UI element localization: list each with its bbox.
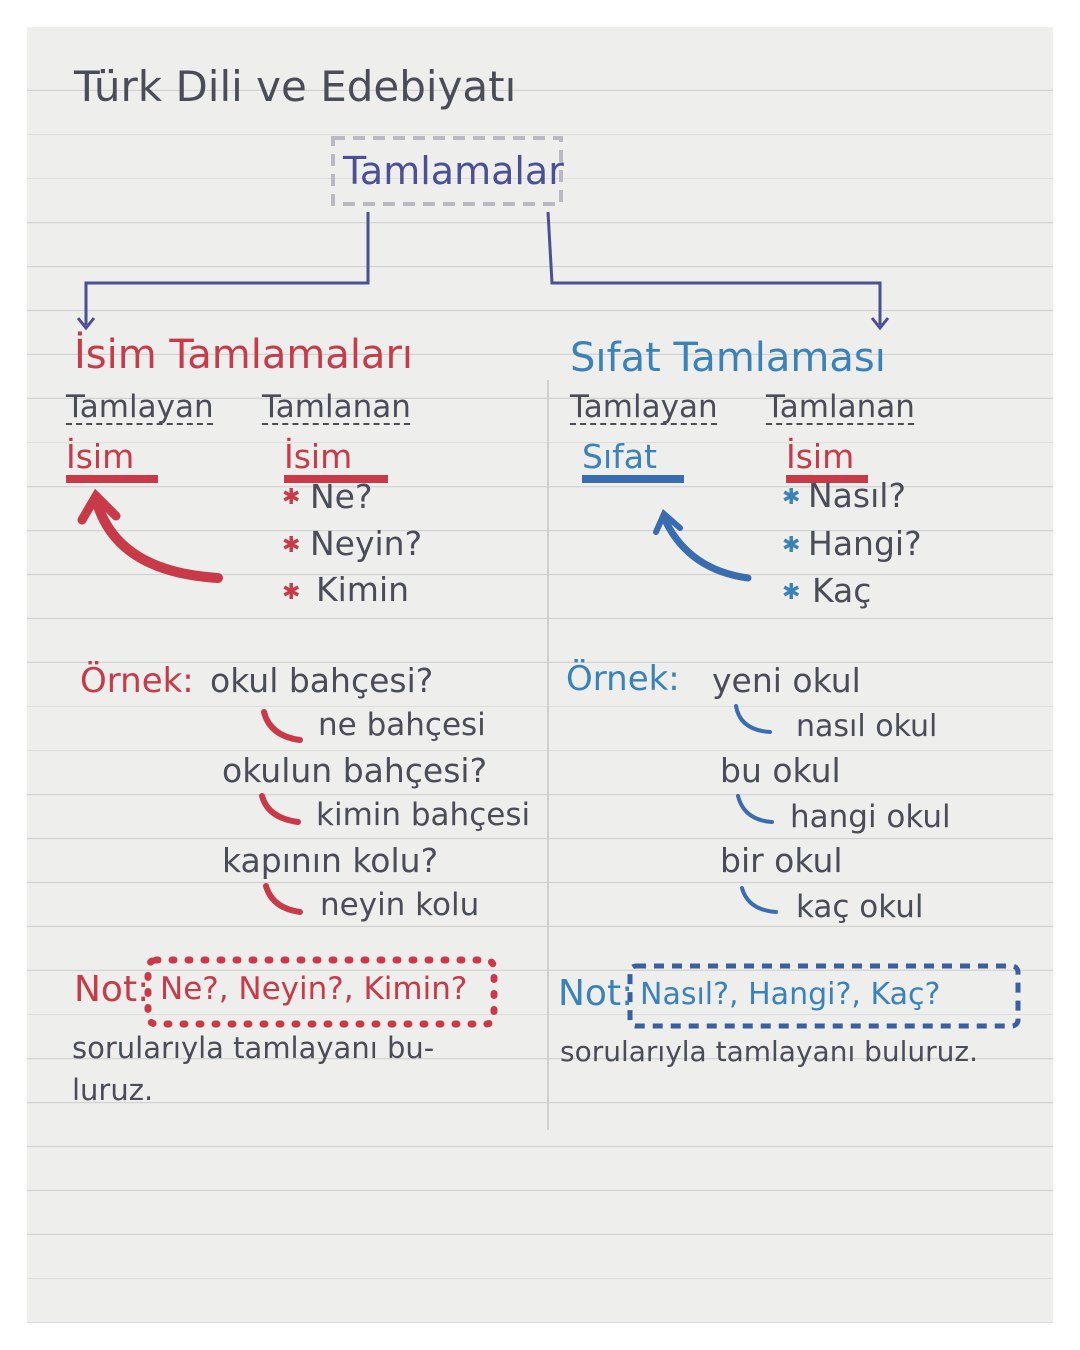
example-arrow-right-1 [734,704,772,734]
right-example-2-phrase: bu okul [720,751,841,790]
curved-arrow-left [93,501,223,583]
right-question-1: Nasıl? [808,476,906,515]
example-arrow-left-2 [259,793,301,825]
example-arrow-left-1 [261,709,303,743]
left-tamlanan-value: İsim [284,440,388,483]
left-question-bullet-2: ✱ [282,533,301,558]
left-question-1: Ne? [310,477,373,516]
right-example-1-phrase: yeni okul [712,661,861,700]
left-tamlayan-value: İsim [66,440,158,483]
left-note-line-1: sorularıyla tamlayanı bu- [72,1031,435,1065]
left-example-label: Örnek: [80,661,194,701]
note-box-right [627,963,1021,1029]
notebook-page [27,27,1053,1323]
right-example-3-phrase: bir okul [720,841,843,880]
right-tamlayan-value: Sıfat [582,440,684,483]
page-title: Türk Dili ve Edebiyatı [74,62,517,111]
right-heading: Sıfat Tamlaması [570,335,886,381]
left-question-bullet-1: ✱ [282,485,301,510]
left-question-bullet-3: ✱ [282,580,301,605]
left-tamlayan-label: Tamlayan [66,389,214,425]
example-arrow-right-2 [736,794,774,824]
right-question-bullet-1: ✱ [782,485,801,510]
example-arrow-right-3 [740,886,778,914]
left-example-1-phrase: okul bahçesi? [210,661,434,700]
right-example-label: Örnek: [566,659,680,699]
left-question-3: Kimin [316,570,410,609]
example-arrow-left-3 [263,883,303,915]
left-note-label: Not: [74,969,150,1010]
left-note-questions: Ne?, Neyin?, Kimin? [160,971,468,1007]
arrowhead-left [76,317,96,331]
right-question-2: Hangi? [808,524,922,563]
right-question-bullet-2: ✱ [782,533,801,558]
right-tamlayan-label: Tamlayan [570,389,718,425]
right-note-line-1: sorularıyla tamlayanı buluruz. [560,1035,979,1068]
left-example-2-phrase: okulun bahçesi? [222,751,488,790]
curved-arrow-left-head [77,488,121,525]
right-note-questions: Nasıl?, Hangi?, Kaç? [640,977,941,1012]
right-example-1-question: nasıl okul [796,709,938,744]
left-example-3-question: neyin kolu [320,887,480,923]
connector-right [546,211,882,325]
right-tamlanan-label: Tamlanan [766,389,915,425]
left-tamlanan-label: Tamlanan [262,389,411,425]
left-example-3-phrase: kapının kolu? [222,841,439,880]
connector-left [84,212,370,325]
root-node-label: Tamlamalar [343,149,564,193]
right-question-bullet-3: ✱ [782,580,801,605]
left-example-2-question: kimin bahçesi [316,797,531,833]
curved-arrow-right [662,518,752,582]
left-question-2: Neyin? [310,524,423,563]
arrowhead-right [870,317,890,331]
note-box-left [144,956,498,1028]
right-example-2-question: hangi okul [790,799,951,835]
right-tamlanan-value: İsim [786,440,868,483]
left-heading: İsim Tamlamaları [74,332,414,378]
curved-arrow-right-head [653,509,683,535]
right-question-3: Kaç [812,571,872,610]
right-example-3-question: kaç okul [796,889,924,925]
left-note-line-2: luruz. [72,1073,154,1107]
right-note-label: Not: [558,973,634,1014]
left-example-1-question: ne bahçesi [318,707,486,743]
root-box [331,136,563,206]
